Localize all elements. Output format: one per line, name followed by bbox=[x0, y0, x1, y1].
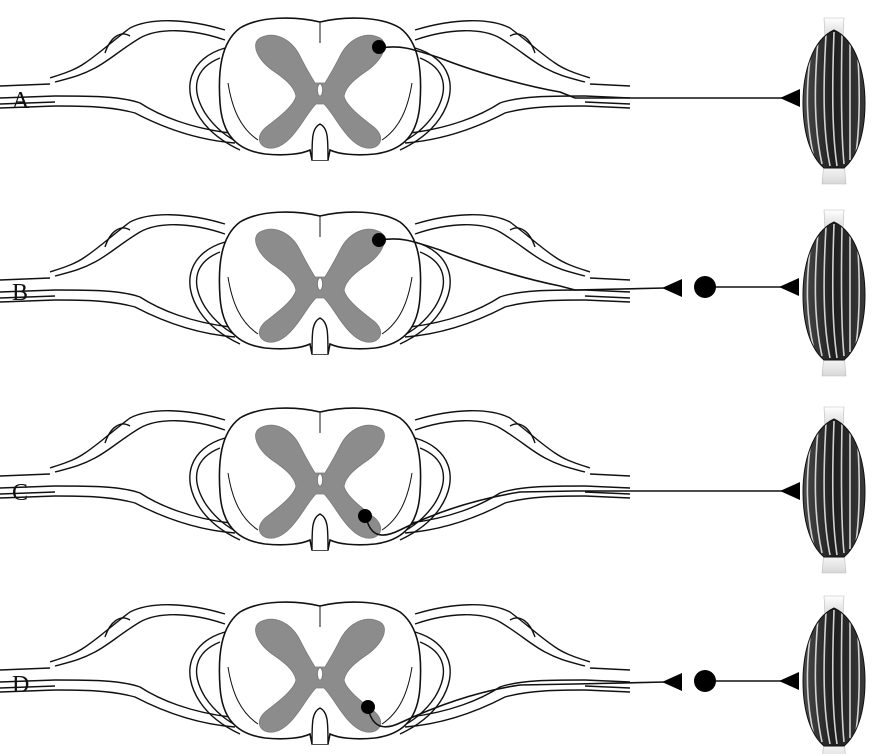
spinal-cord-section-icon bbox=[0, 408, 630, 550]
axon-terminal-icon bbox=[662, 279, 682, 297]
panel-b: B bbox=[0, 210, 865, 376]
axon-terminal-icon bbox=[779, 672, 799, 690]
muscle-icon bbox=[803, 18, 865, 184]
axon-terminal-icon bbox=[662, 673, 682, 691]
spinal-cord-section-icon bbox=[0, 18, 630, 160]
panel-c: C bbox=[0, 407, 865, 573]
axon-terminal-icon bbox=[780, 89, 800, 107]
axon-terminal-icon bbox=[780, 482, 800, 500]
axon bbox=[366, 491, 783, 535]
panel-label-a: A bbox=[12, 88, 30, 114]
muscle-icon bbox=[803, 210, 865, 376]
spinal-cord-section-icon bbox=[0, 212, 630, 354]
ganglion-neuron-icon bbox=[694, 670, 716, 692]
panel-label-d: D bbox=[12, 672, 29, 698]
axon-terminal-icon bbox=[779, 278, 799, 296]
neuron-cell-body-icon bbox=[358, 509, 372, 523]
neuron-cell-body-icon bbox=[361, 700, 375, 714]
axon bbox=[380, 47, 783, 98]
panel-d: D bbox=[0, 596, 865, 754]
neuron-cell-body-icon bbox=[372, 233, 386, 247]
muscle-icon bbox=[803, 407, 865, 573]
muscle-icon bbox=[803, 596, 865, 754]
neuron-cell-body-icon bbox=[372, 40, 386, 54]
ganglion-neuron-icon bbox=[694, 276, 716, 298]
panel-a: A bbox=[0, 18, 865, 184]
spinal-cord-section-icon bbox=[0, 602, 630, 744]
